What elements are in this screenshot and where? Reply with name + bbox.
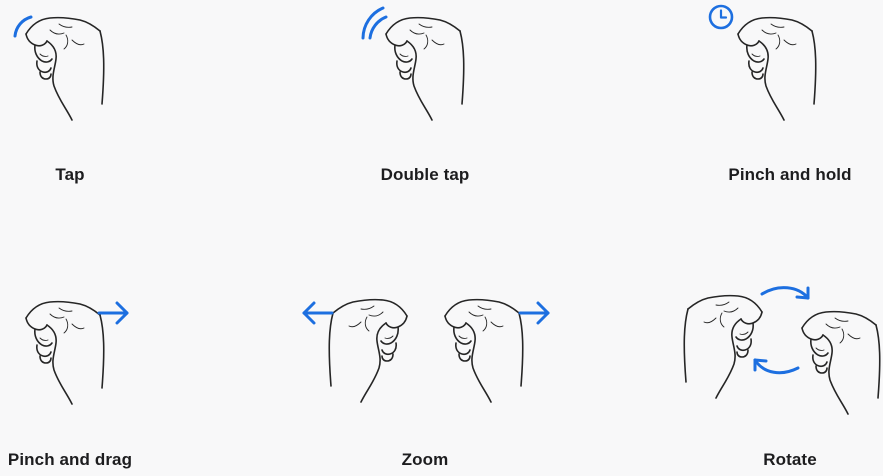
arrow-left-icon — [302, 301, 334, 325]
rotate-hands-illustration — [683, 286, 881, 415]
rotate-right-hand — [801, 310, 881, 415]
double-tap-arc-icon — [361, 6, 388, 40]
arrow-right-icon — [518, 301, 550, 325]
gesture-label-tap: Tap — [55, 165, 85, 184]
tap-hand-illustration — [13, 15, 105, 121]
gesture-label-pinch-and-hold: Pinch and hold — [728, 165, 852, 184]
rotate-left-hand — [683, 294, 763, 399]
gesture-label-pinch-and-drag: Pinch and drag — [7, 450, 133, 469]
rotate-arrows-icon — [753, 286, 810, 375]
zoom-hands-illustration — [302, 298, 550, 403]
tap-arc-icon — [13, 15, 33, 38]
gesture-label-double-tap: Double tap — [380, 165, 470, 184]
double-tap-hand-illustration — [361, 6, 465, 121]
clock-icon — [708, 4, 734, 30]
zoom-left-hand — [328, 298, 408, 403]
gesture-label-zoom: Zoom — [401, 450, 449, 469]
arrow-right-icon — [97, 301, 129, 325]
gesture-label-rotate: Rotate — [763, 450, 817, 469]
zoom-right-hand — [444, 298, 524, 403]
pinch-and-drag-hand-illustration — [25, 300, 129, 405]
pinch-and-hold-hand-illustration — [708, 4, 817, 121]
